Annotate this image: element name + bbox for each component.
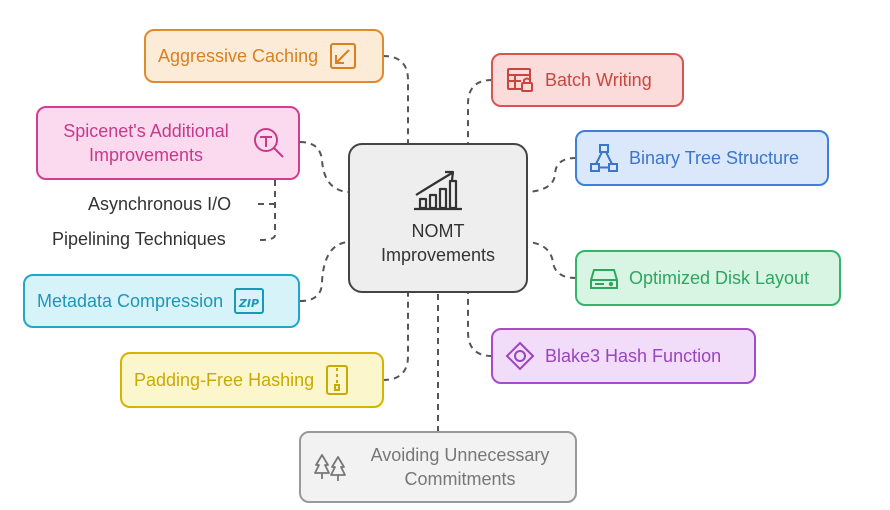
trees-icon [314, 454, 346, 481]
sub-item-pipelining-techniques: Pipelining Techniques [52, 229, 226, 249]
hard-drive-icon [590, 269, 618, 289]
node-aggressive-caching: Aggressive Caching [144, 29, 384, 83]
node-blake3-hash-function: Blake3 Hash Function [491, 328, 756, 384]
node-avoiding-unnecessary-commitments: Avoiding Unnecessary Commitments [299, 431, 577, 503]
tree-structure-icon [590, 144, 618, 172]
zip-icon: ZIP [234, 288, 265, 314]
node-optimized-disk-layout: Optimized Disk Layout [575, 250, 841, 306]
node-avoiding-line1: Avoiding Unnecessary [370, 445, 550, 465]
node-metadata-compression: Metadata Compression ZIP [23, 274, 300, 328]
sub-item-asynchronous-io: Asynchronous I/O [88, 194, 232, 214]
node-padding-free-label: Padding-Free Hashing [134, 370, 315, 390]
center-title-line1: NOMT [411, 221, 465, 241]
diamond-hash-icon [505, 341, 535, 371]
magnify-tool-icon [254, 128, 284, 158]
svg-text:ZIP: ZIP [238, 297, 259, 310]
node-avoiding-line2: Commitments [404, 469, 516, 489]
table-lock-icon [507, 68, 533, 92]
node-batch-writing-label: Batch Writing [545, 70, 652, 90]
node-binary-tree-label: Binary Tree Structure [629, 148, 800, 168]
center-node-nomt: NOMT Improvements [348, 143, 528, 293]
chart-growth-icon [414, 170, 462, 211]
node-binary-tree-structure: Binary Tree Structure [575, 130, 829, 186]
node-spicenet-line2: Improvements [88, 145, 204, 165]
resize-arrow-icon [330, 43, 357, 69]
node-spicenet-improvements: Spicenet's Additional Improvements [36, 106, 300, 180]
zipper-file-icon [326, 365, 349, 395]
center-title-line2: Improvements [380, 245, 496, 265]
node-aggressive-caching-label: Aggressive Caching [158, 46, 319, 66]
node-batch-writing: Batch Writing [491, 53, 684, 107]
node-metadata-label: Metadata Compression [37, 291, 224, 311]
node-spicenet-line1: Spicenet's Additional [63, 121, 229, 141]
node-optimized-disk-label: Optimized Disk Layout [629, 268, 810, 288]
node-blake3-label: Blake3 Hash Function [545, 346, 722, 366]
node-padding-free-hashing: Padding-Free Hashing [120, 352, 384, 408]
